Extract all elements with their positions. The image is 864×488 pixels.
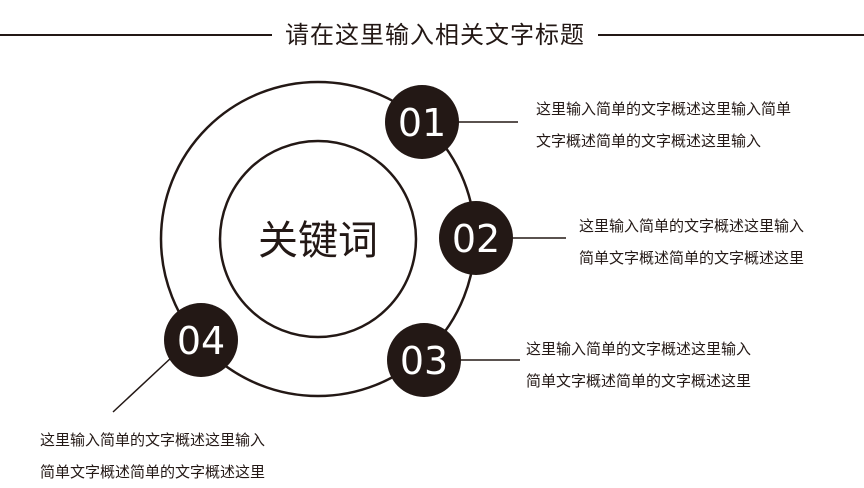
description-02: 这里输入简单的文字概述这里输入 简单文字概述简单的文字概述这里 <box>579 210 804 274</box>
description-03-line-1: 这里输入简单的文字概述这里输入 <box>526 340 752 358</box>
description-04-line-1: 这里输入简单的文字概述这里输入 <box>40 431 266 449</box>
node-01: 01 <box>385 85 459 159</box>
description-04-line-2: 简单文字概述简单的文字概述这里 <box>40 463 266 481</box>
description-01-line-2: 文字概述简单的文字概述这里输入 <box>536 132 762 150</box>
center-keyword: 关键词 <box>258 218 378 264</box>
node-03: 03 <box>387 323 461 397</box>
description-03: 这里输入简单的文字概述这里输入 简单文字概述简单的文字概述这里 <box>526 333 751 397</box>
description-03-line-2: 简单文字概述简单的文字概述这里 <box>526 372 752 390</box>
node-number-04: 04 <box>177 319 225 363</box>
title-rule-right <box>598 34 864 36</box>
node-number-03: 03 <box>400 339 448 383</box>
inner-circle <box>218 139 418 339</box>
description-04: 这里输入简单的文字概述这里输入 简单文字概述简单的文字概述这里 <box>40 424 265 488</box>
node-number-01: 01 <box>398 101 446 145</box>
description-02-line-1: 这里输入简单的文字概述这里输入 <box>579 217 805 235</box>
node-02: 02 <box>439 201 513 275</box>
page-title: 请在这里输入相关文字标题 <box>285 21 585 49</box>
title-rule-left <box>0 34 272 36</box>
node-04: 04 <box>164 303 238 377</box>
description-02-line-2: 简单文字概述简单的文字概述这里 <box>579 249 805 267</box>
node-number-02: 02 <box>452 217 500 261</box>
description-01-line-1: 这里输入简单的文字概述这里输入简单 <box>536 100 792 118</box>
description-01: 这里输入简单的文字概述这里输入简单 文字概述简单的文字概述这里输入 <box>536 93 791 157</box>
connector-line-04 <box>112 356 173 413</box>
